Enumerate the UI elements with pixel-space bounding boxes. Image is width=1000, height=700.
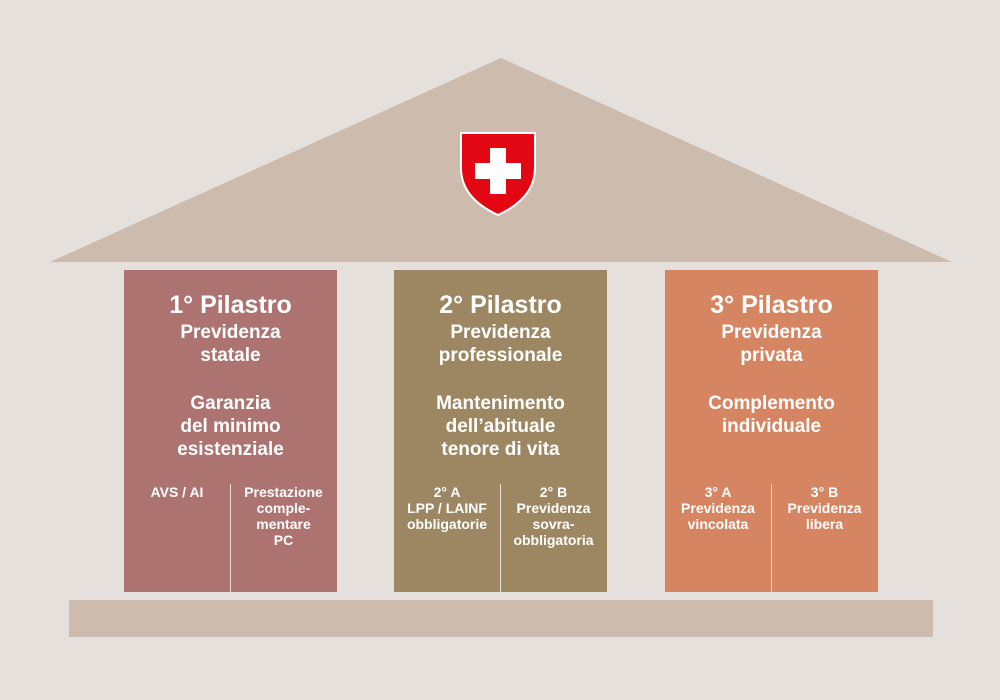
pillar-1: 1° Pilastro Previdenza statale Garanzia … <box>124 270 337 592</box>
pillar-subtitle: Previdenza professionale <box>438 322 563 366</box>
pillar-subtitle: Previdenza statale <box>180 322 281 366</box>
pillar-sub-left: 3° A Previdenza vincolata <box>681 484 755 532</box>
pillar-title: 2° Pilastro <box>439 291 562 319</box>
pillar-sub-right: 2° B Previdenza sovra- obbligatoria <box>513 484 594 548</box>
roof <box>50 58 952 262</box>
pillar-sub-right: 3° B Previdenza libera <box>787 484 862 532</box>
pillar-sub-right: Prestazione comple- mentare PC <box>244 484 323 548</box>
pillar-title: 3° Pilastro <box>710 291 833 319</box>
pillar-title: 1° Pilastro <box>169 291 292 319</box>
pillar-subtitle: Previdenza privata <box>721 322 822 366</box>
pillar-divider <box>771 484 772 592</box>
pillar-divider <box>230 484 231 592</box>
pillar-goal: Complemento individuale <box>708 393 835 437</box>
pillar-divider <box>500 484 501 592</box>
temple-base <box>69 600 933 637</box>
pillar-sub-left: 2° A LPP / LAINF obbligatorie <box>406 484 488 532</box>
pillar-goal: Mantenimento dell’abituale tenore di vit… <box>436 393 565 460</box>
pillar-3: 3° Pilastro Previdenza privata Complemen… <box>665 270 878 592</box>
swiss-shield-icon <box>460 132 536 217</box>
pillar-2: 2° Pilastro Previdenza professionale Man… <box>394 270 607 592</box>
pillar-sub-left: AVS / AI <box>150 484 204 500</box>
pillar-goal: Garanzia del minimo esistenziale <box>177 393 284 460</box>
